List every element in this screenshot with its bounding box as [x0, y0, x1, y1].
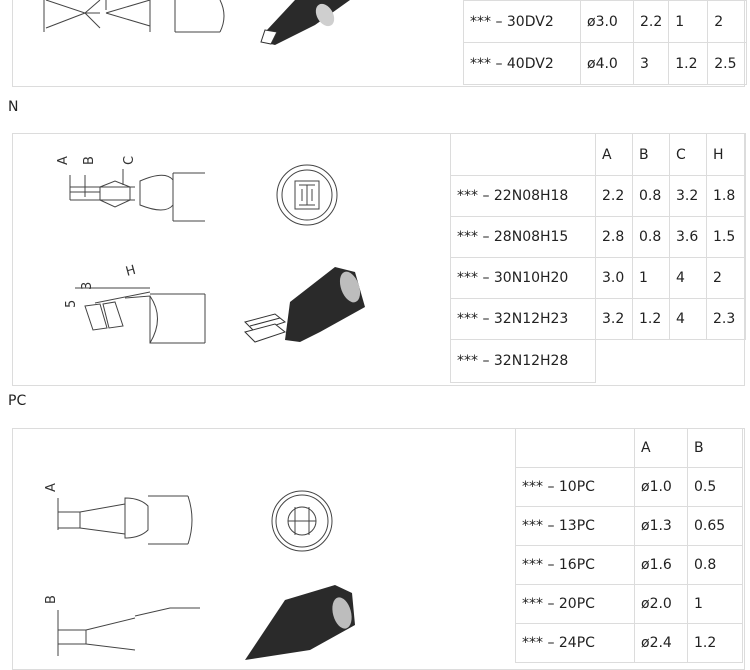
- empty-cell: [595, 339, 746, 383]
- value-cell: 0.8: [632, 175, 670, 217]
- table-row: *** – 20PC ø2.0 1: [515, 584, 743, 624]
- pc-front-view-icon: [271, 490, 333, 552]
- model-cell: *** – 24PC: [515, 623, 635, 663]
- empty-header-cell: [515, 428, 635, 468]
- value-cell: 3.0: [595, 257, 633, 299]
- value-cell: 4: [669, 257, 707, 299]
- n-side-diagram-top: A B C: [56, 156, 205, 222]
- diameter-cell: ø4.0: [580, 42, 634, 85]
- table-row: *** – 32N12H28: [450, 339, 746, 383]
- value-cell: 3.6: [669, 216, 707, 258]
- n-front-view-icon: [276, 164, 338, 226]
- model-cell: *** – 40DV2: [463, 42, 581, 85]
- model-cell: *** – 13PC: [515, 506, 635, 546]
- value-cell: 4: [669, 298, 707, 340]
- model-cell: *** – 20PC: [515, 584, 635, 624]
- model-cell: *** – 22N08H18: [450, 175, 596, 217]
- table-row: *** – 30N10H20 3.0 1 4 2: [450, 257, 746, 299]
- pc-table: A B *** – 10PC ø1.0 0.5 *** – 13PC ø1.3 …: [515, 428, 743, 663]
- table-row: *** – 13PC ø1.3 0.65: [515, 506, 743, 546]
- table-row: *** – 22N08H18 2.2 0.8 3.2 1.8: [450, 175, 746, 217]
- model-cell: *** – 28N08H15: [450, 216, 596, 258]
- header-b: B: [632, 133, 670, 176]
- dim-label-a: A: [56, 156, 71, 165]
- value-cell: 1: [668, 0, 709, 43]
- dv-tip-3d-icon: [260, 0, 350, 45]
- value-cell: 2.2: [632, 0, 670, 43]
- model-cell: *** – 16PC: [515, 545, 635, 585]
- value-cell: 1.5: [706, 216, 746, 258]
- table-row: *** – 10PC ø1.0 0.5: [515, 467, 743, 507]
- value-cell: 1.2: [632, 298, 670, 340]
- dim-label-b: B: [82, 156, 97, 165]
- pc-tip-3d-icon: [245, 585, 355, 660]
- empty-header-cell: [450, 133, 596, 176]
- value-cell: ø1.6: [634, 545, 688, 585]
- section-label-pc: PC: [8, 393, 27, 409]
- value-cell: 3.2: [669, 175, 707, 217]
- table-row: *** – 30DV2 ø3.0 2.2 1 2: [463, 0, 748, 43]
- value-cell: 1.2: [668, 42, 709, 85]
- value-cell: 0.8: [687, 545, 743, 585]
- header-a: A: [634, 428, 688, 468]
- table-row: *** – 40DV2 ø4.0 3 1.2 2.5: [463, 42, 748, 85]
- header-h: H: [706, 133, 746, 176]
- value-cell: 2.8: [595, 216, 633, 258]
- value-cell: 2: [706, 257, 746, 299]
- pc-side-diagram-top: A: [44, 483, 193, 545]
- value-cell: 2.5: [707, 42, 748, 85]
- value-cell: 2.2: [595, 175, 633, 217]
- value-cell: 2: [707, 0, 748, 43]
- n-table: A B C H *** – 22N08H18 2.2 0.8 3.2 1.8 *…: [450, 133, 746, 383]
- model-cell: *** – 30DV2: [463, 0, 581, 43]
- header-row: A B C H: [450, 133, 746, 176]
- header-b: B: [687, 428, 743, 468]
- dim-label-b: B: [44, 595, 59, 604]
- value-cell: 3.2: [595, 298, 633, 340]
- n-side-diagram-bottom: 5 3 H: [64, 263, 206, 344]
- value-cell: 0.5: [687, 467, 743, 507]
- table-row: *** – 32N12H23 3.2 1.2 4 2.3: [450, 298, 746, 340]
- model-cell: *** – 32N12H23: [450, 298, 596, 340]
- model-cell: *** – 32N12H28: [450, 339, 596, 383]
- value-cell: 2.3: [706, 298, 746, 340]
- model-cell: *** – 10PC: [515, 467, 635, 507]
- model-cell: *** – 30N10H20: [450, 257, 596, 299]
- value-cell: ø1.3: [634, 506, 688, 546]
- pc-side-diagram-bottom: B: [44, 595, 200, 656]
- dv-table: *** – 30DV2 ø3.0 2.2 1 2 *** – 40DV2 ø4.…: [463, 0, 748, 85]
- header-c: C: [669, 133, 707, 176]
- dim-label-h: H: [124, 263, 137, 280]
- value-cell: 1.8: [706, 175, 746, 217]
- value-cell: 1: [632, 257, 670, 299]
- diameter-cell: ø3.0: [580, 0, 634, 43]
- value-cell: 3: [632, 42, 670, 85]
- value-cell: 0.65: [687, 506, 743, 546]
- dv-side-diagram: [43, 0, 225, 33]
- value-cell: ø2.0: [634, 584, 688, 624]
- value-cell: ø1.0: [634, 467, 688, 507]
- table-row: *** – 16PC ø1.6 0.8: [515, 545, 743, 585]
- value-cell: ø2.4: [634, 623, 688, 663]
- header-a: A: [595, 133, 633, 176]
- dim-label-c: C: [122, 156, 137, 165]
- value-cell: 0.8: [632, 216, 670, 258]
- table-row: *** – 24PC ø2.4 1.2: [515, 623, 743, 663]
- dim-label-a: A: [44, 483, 59, 492]
- value-cell: 1: [687, 584, 743, 624]
- header-row: A B: [515, 428, 743, 468]
- dim-label-3: 3: [80, 282, 95, 290]
- dim-label-5: 5: [64, 300, 79, 308]
- table-row: *** – 28N08H15 2.8 0.8 3.6 1.5: [450, 216, 746, 258]
- n-tip-3d-icon: [244, 267, 365, 343]
- section-label-n: N: [8, 99, 19, 115]
- value-cell: 1.2: [687, 623, 743, 663]
